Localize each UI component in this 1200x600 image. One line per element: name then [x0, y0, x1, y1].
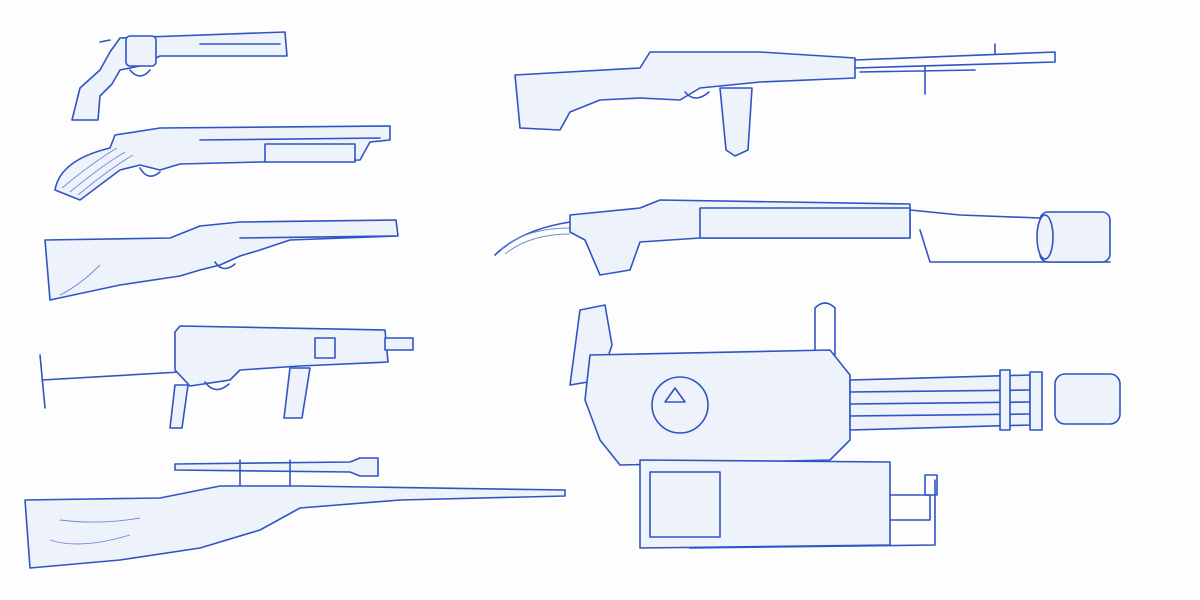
submachine-gun-sketch [39, 325, 414, 429]
pump-shotgun-sketch [54, 125, 391, 201]
revolver-sketch [71, 31, 288, 121]
minigun-sketch [569, 302, 1121, 549]
sawed-off-shotgun-sketch [44, 219, 399, 301]
assault-rifle-sketch [514, 43, 1056, 157]
scoped-rifle-sketch [24, 457, 566, 569]
flamethrower-sketch [494, 199, 1111, 276]
